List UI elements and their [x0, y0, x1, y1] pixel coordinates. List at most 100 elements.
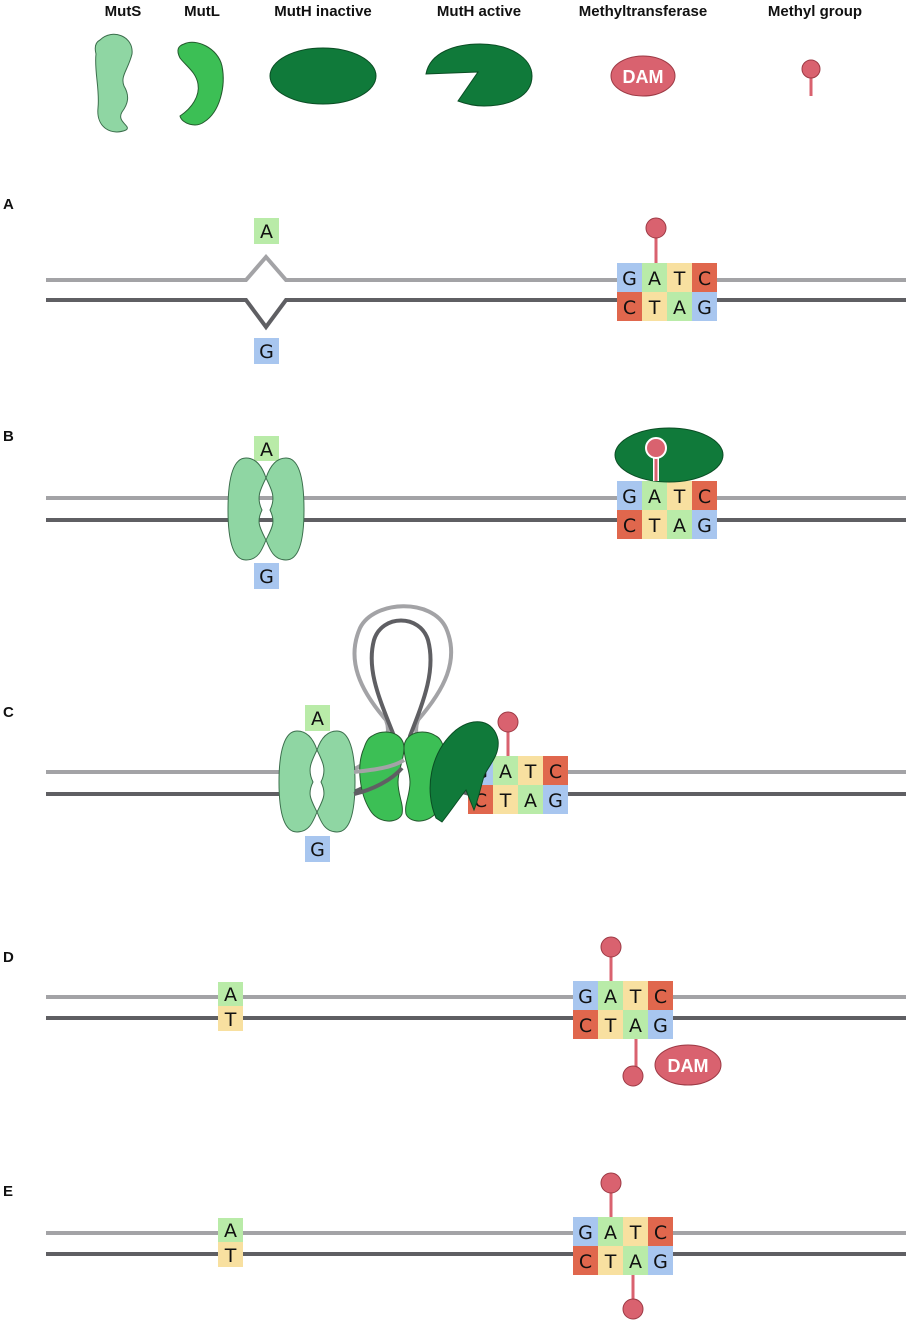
panel-a-top-base-4: C — [698, 268, 711, 290]
panel-b-muts-left — [227, 457, 267, 561]
panel-e-bottom-base-1: C — [579, 1251, 592, 1273]
panel-a-bottom-base-4: G — [697, 297, 712, 319]
panel-e-repaired-t: T — [224, 1245, 237, 1267]
panel-b-gatc-site: G A T C C T A G — [617, 481, 717, 539]
panel-a-bottom-base-3: A — [673, 297, 686, 319]
muts-legend-shape — [94, 33, 133, 133]
panel-d: D A T G A T C C T A G — [3, 936, 906, 1087]
legend-methyl-group-label: Methyl group — [768, 3, 862, 20]
panel-d-top-base-3: T — [629, 986, 642, 1008]
panel-e-top-base-2: A — [604, 1222, 617, 1244]
panel-a-top-base-1: G — [622, 268, 637, 290]
panel-d-top-base-2: A — [604, 986, 617, 1008]
legend: MutS MutL MutH inactive MutH active Meth… — [94, 3, 862, 133]
panel-c: C A G G A T — [3, 604, 906, 862]
panel-a-bottom-base-1: C — [623, 297, 636, 319]
panel-c-methyl-group — [497, 711, 519, 733]
panel-e-repaired-t-box — [218, 1242, 243, 1267]
panel-a: A A G G A T C C T A G — [3, 196, 906, 364]
panel-c-bottom-base-4: G — [548, 790, 563, 812]
panel-e: E A T G A T C C T A G — [3, 1172, 906, 1320]
panel-e-bottom-base-4: G — [653, 1251, 668, 1273]
panel-b-bottom-base-4: G — [697, 515, 712, 537]
panel-c-mismatch-g: G — [310, 839, 325, 861]
panel-e-label: E — [3, 1183, 13, 1200]
panel-d-bottom-base-2: T — [604, 1015, 617, 1037]
panel-e-repaired-a: A — [224, 1220, 237, 1242]
panel-d-top-base-4: C — [654, 986, 667, 1008]
panel-a-gatc-site: G A T C C T A G — [617, 263, 717, 321]
legend-mutl-label: MutL — [184, 3, 220, 20]
panel-b-bottom-base-3: A — [673, 515, 686, 537]
mutl-legend-shape — [177, 41, 224, 126]
panel-d-bottom-base-3: A — [629, 1015, 642, 1037]
panel-a-mismatch-a-box — [254, 218, 279, 244]
dam-legend-label: DAM — [623, 67, 664, 87]
panel-d-repaired-t: T — [224, 1009, 237, 1031]
panel-c-top-base-2: A — [499, 761, 512, 783]
panel-a-mismatch-g: G — [259, 341, 274, 363]
panel-d-repaired-t-box — [218, 1006, 243, 1031]
panel-e-top-base-1: G — [578, 1222, 593, 1244]
panel-c-mismatch-a-box — [305, 705, 330, 731]
panel-d-bottom-base-4: G — [653, 1015, 668, 1037]
panel-a-top-base-3: T — [673, 268, 686, 290]
legend-muth-inactive-label: MutH inactive — [274, 3, 372, 20]
panel-d-repaired-a: A — [224, 984, 237, 1006]
panel-c-muth-active — [429, 721, 499, 823]
panel-c-label: C — [3, 704, 14, 721]
panel-d-gatc-site: G A T C C T A G — [573, 981, 673, 1039]
panel-e-bottom-base-2: T — [604, 1251, 617, 1273]
panel-a-top-strand — [46, 253, 617, 282]
panel-a-methyl-group — [645, 217, 667, 239]
panel-b-muts-right — [265, 457, 305, 561]
panel-c-muts-left — [278, 730, 318, 833]
panel-e-gatc-site: G A T C C T A G — [573, 1217, 673, 1275]
panel-a-bottom-strand — [46, 298, 617, 331]
panel-e-top-base-4: C — [654, 1222, 667, 1244]
panel-b-muth-inactive — [614, 427, 724, 483]
dam-legend-shape — [610, 55, 676, 97]
panel-b-mismatch-g-box — [254, 563, 279, 589]
panel-d-methyl-bottom — [622, 1065, 644, 1087]
panel-c-bottom-base-3: A — [524, 790, 537, 812]
panel-a-bottom-base-2: T — [648, 297, 661, 319]
panel-e-methyl-top — [600, 1172, 622, 1194]
panel-b-top-base-1: G — [622, 486, 637, 508]
panel-d-label: D — [3, 949, 14, 966]
panel-c-mismatch-a: A — [311, 708, 324, 730]
panel-d-methyl-top — [600, 936, 622, 958]
muth-inactive-legend-shape — [269, 47, 377, 105]
panel-e-methyl-bottom — [622, 1298, 644, 1320]
panel-b-bottom-base-1: C — [623, 515, 636, 537]
panel-b-mismatch-g: G — [259, 566, 274, 588]
panel-d-dam — [654, 1044, 722, 1086]
panel-a-top-base-2: A — [648, 268, 661, 290]
panel-c-strand-through-bottom — [353, 766, 404, 796]
panel-e-bottom-base-3: A — [629, 1251, 642, 1273]
methyl-legend-ball — [801, 59, 821, 79]
panel-c-bottom-base-2: T — [499, 790, 512, 812]
panel-c-top-base-4: C — [549, 761, 562, 783]
panel-b-methyl-group — [645, 437, 667, 459]
panel-d-bottom-base-1: C — [579, 1015, 592, 1037]
panel-c-muts-right — [316, 730, 356, 833]
legend-methyltransferase-label: Methyltransferase — [579, 3, 707, 20]
panel-b: B A G G A T C C T A G — [3, 427, 906, 589]
panel-a-mismatch-g-box — [254, 338, 279, 364]
panel-d-repaired-a-box — [218, 982, 243, 1006]
panel-a-mismatch-a: A — [260, 221, 273, 243]
panel-e-repaired-a-box — [218, 1218, 243, 1242]
panel-e-top-base-3: T — [629, 1222, 642, 1244]
panel-b-top-base-2: A — [648, 486, 661, 508]
panel-d-dam-label: DAM — [668, 1056, 709, 1076]
panel-a-label: A — [3, 196, 14, 213]
panel-c-mutl-left — [359, 731, 405, 822]
panel-c-mismatch-g-box — [305, 836, 330, 862]
muth-active-legend-shape — [425, 43, 533, 107]
legend-muth-active-label: MutH active — [437, 3, 521, 20]
panel-b-top-base-4: C — [698, 486, 711, 508]
panel-d-top-base-1: G — [578, 986, 593, 1008]
legend-muts-label: MutS — [105, 3, 142, 20]
panel-b-mismatch-a-box — [254, 436, 279, 461]
